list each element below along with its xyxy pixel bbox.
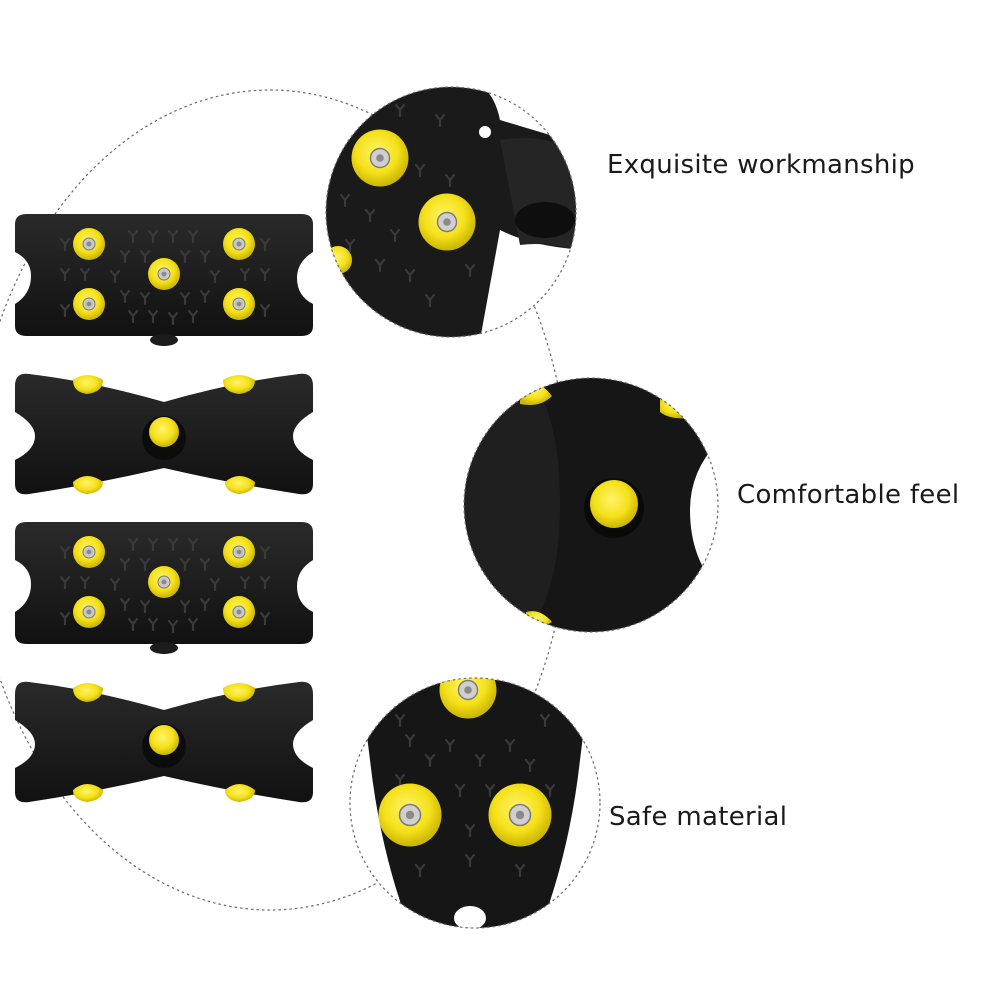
detail-circle-workmanship xyxy=(325,86,577,338)
cleat-strap-view-2 xyxy=(15,681,313,803)
feature-label-comfort: Comfortable feel xyxy=(737,480,960,510)
feature-label-workmanship: Exquisite workmanship xyxy=(607,150,915,180)
cleat-top-view-2 xyxy=(15,522,313,654)
detail-circle-material xyxy=(349,677,601,929)
feature-label-material: Safe material xyxy=(609,802,788,832)
detail-circle-comfort xyxy=(463,377,719,633)
cleat-strap-view-1 xyxy=(15,373,313,495)
cleat-top-view-1 xyxy=(15,214,313,346)
